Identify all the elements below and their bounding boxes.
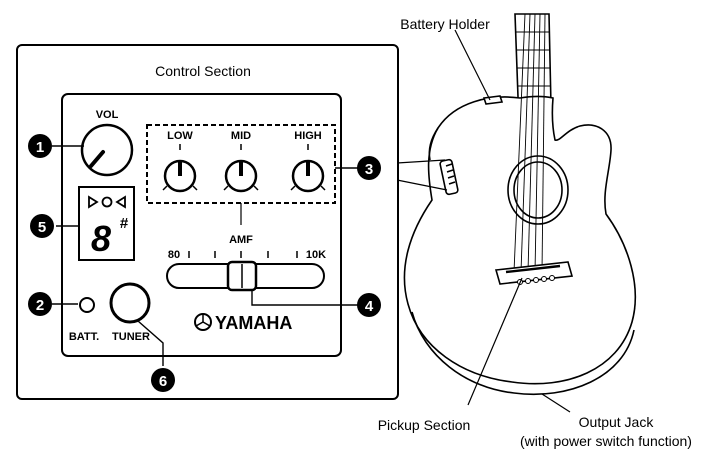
mid-label: MID [231,130,251,142]
vol-knob[interactable] [80,123,134,177]
leader-lines [396,29,571,413]
tuner-indicators [88,195,126,209]
vol-label: VOL [96,109,119,121]
callout-2: 2 [28,292,52,316]
control-section-title: Control Section [155,63,251,79]
guitar [403,13,636,395]
callout-6: 6 [151,368,175,392]
strings [513,13,546,273]
callout-lines [52,145,358,366]
output-jack-note: (with power switch function) [520,433,692,449]
low-knob[interactable] [162,144,198,193]
tuner-button[interactable] [109,282,151,324]
callout-4: 4 [357,293,381,317]
pickup-section-label: Pickup Section [378,417,471,433]
batt-label: BATT. [69,331,99,343]
low-label: LOW [167,130,193,142]
svg-text:3: 3 [365,161,373,178]
batt-led [79,297,95,313]
tuner-sharp-symbol: # [120,215,129,232]
callout-5: 5 [30,214,54,238]
freq-high-label: 10K [306,249,326,261]
mid-knob[interactable] [223,144,259,193]
battery-holder-label: Battery Holder [400,16,490,32]
output-jack-label: Output Jack [579,414,655,430]
callout-3: 3 [357,156,381,180]
amf-label: AMF [229,234,253,246]
high-label: HIGH [294,130,322,142]
yamaha-logo: YAMAHA [194,313,292,333]
svg-text:6: 6 [159,373,167,390]
brand-text: YAMAHA [215,313,292,333]
freq-low-label: 80 [168,249,180,261]
svg-text:2: 2 [36,297,44,314]
guitar-body [403,95,636,385]
battery-holder-part [482,95,504,105]
tuner-label: TUNER [112,331,150,343]
amf-ticks [188,251,298,258]
svg-text:1: 1 [36,139,44,156]
svg-text:4: 4 [365,298,374,315]
tuner-note-display: 8 [91,218,111,259]
guitar-rim [411,311,635,395]
sound-hole [507,155,569,225]
callout-1: 1 [28,134,52,158]
svg-text:5: 5 [38,219,46,236]
high-knob[interactable] [290,144,326,193]
